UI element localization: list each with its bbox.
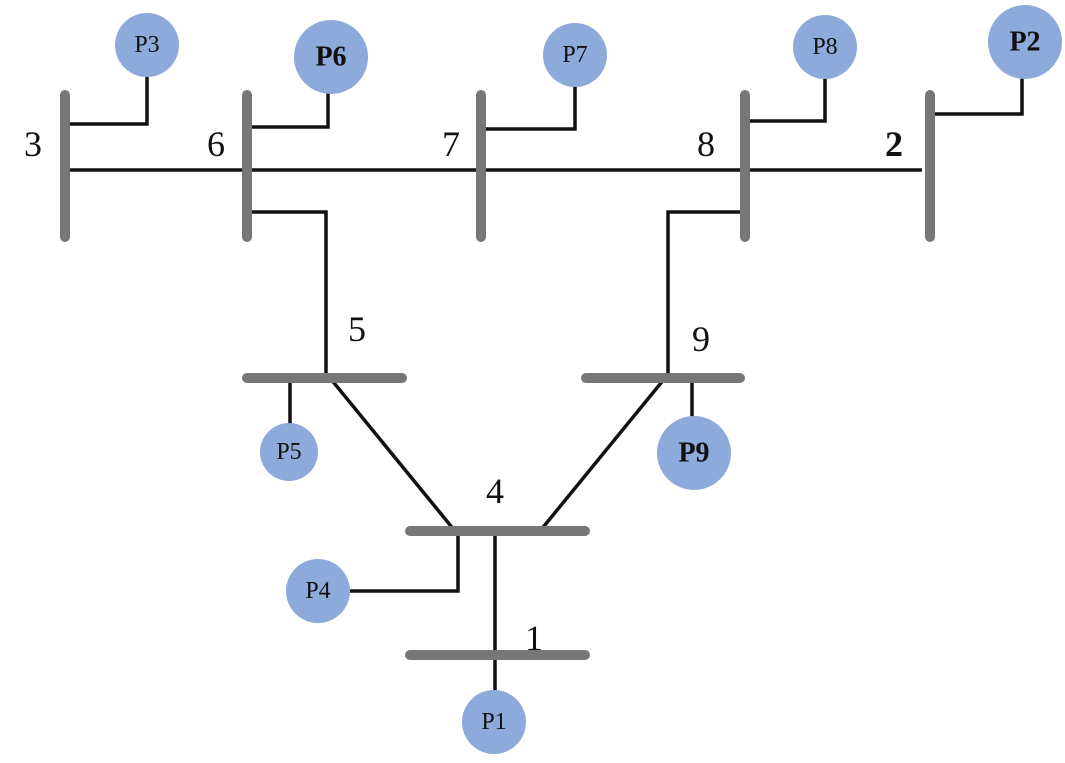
p5-label: P5 (276, 439, 301, 465)
connector-p7 (481, 80, 577, 131)
connector-p2 (930, 70, 1024, 116)
bus-3-label: 3 (24, 124, 42, 164)
lines (65, 168, 922, 655)
p4-node (286, 559, 350, 623)
p9-label: P9 (678, 438, 709, 469)
p8-node (793, 15, 857, 79)
p7-node (543, 23, 607, 87)
p1-node (462, 690, 526, 754)
p6-label: P6 (315, 42, 346, 73)
bus-9-label: 9 (692, 319, 710, 359)
p3-node (115, 13, 179, 77)
connector-p3 (65, 70, 149, 126)
bus-6-label: 6 (207, 124, 225, 164)
p7-label: P7 (562, 42, 587, 68)
p2-label: P2 (1009, 27, 1040, 58)
p3-label: P3 (134, 32, 159, 58)
line-6-5 (247, 210, 328, 378)
p5-node (260, 423, 318, 481)
line-8-9 (666, 210, 745, 378)
line-9-4 (538, 376, 667, 533)
p2-node (988, 5, 1062, 79)
connector-p8 (745, 70, 827, 123)
p4-label: P4 (305, 578, 330, 604)
bus-labels: 3 6 7 8 2 5 9 4 1 (24, 124, 914, 658)
bus-8-label: 8 (697, 124, 715, 164)
connector-p4 (350, 531, 460, 593)
bus-2-label: 2 (885, 124, 903, 164)
p1-label: P1 (481, 709, 506, 735)
line-5-4 (328, 376, 457, 533)
bus-1-label: 1 (525, 618, 543, 658)
p8-label: P8 (812, 34, 837, 60)
bus-2-label-background (876, 128, 914, 168)
generator-nodes: P3 P6 P7 P8 P2 P5 P9 P4 P1 (115, 5, 1062, 754)
connectors (65, 70, 1024, 692)
bus-bars (60, 90, 935, 660)
connector-p6 (247, 80, 330, 129)
p9-node (657, 416, 731, 490)
bus-7-label: 7 (442, 124, 460, 164)
bus-5-label: 5 (348, 309, 366, 349)
p6-node (294, 20, 368, 94)
bus-4-label: 4 (486, 471, 504, 511)
